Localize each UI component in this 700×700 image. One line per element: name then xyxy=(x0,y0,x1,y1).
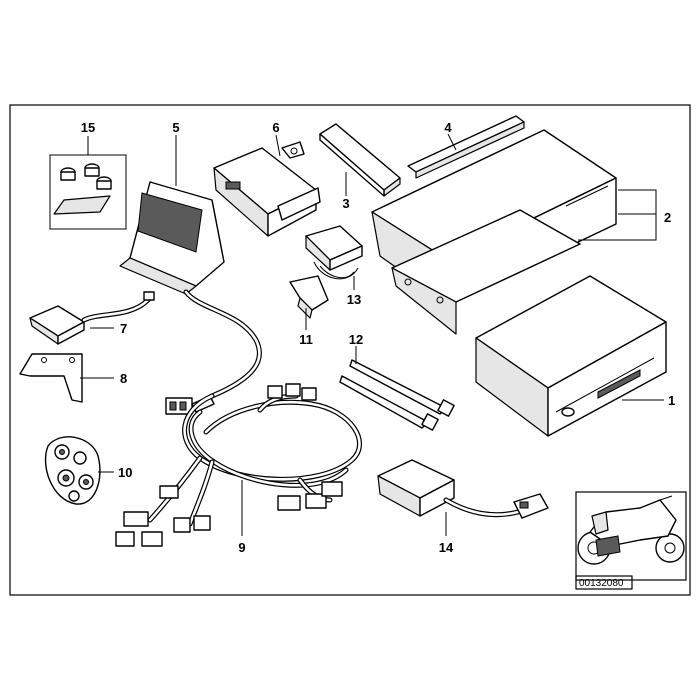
callout-14: 14 xyxy=(439,540,454,555)
part-3-foam-block xyxy=(319,123,401,197)
part-15-cap-set xyxy=(49,154,127,230)
diagram-code-box xyxy=(575,575,633,590)
diagram-code: 00132080 xyxy=(579,578,624,589)
part-5-display-unit xyxy=(119,181,225,295)
part-9-wiring-harness xyxy=(115,383,363,547)
part-8-bracket xyxy=(19,353,83,403)
callout-7: 7 xyxy=(120,321,127,336)
part-6-control-module xyxy=(213,141,321,237)
callout-10: 10 xyxy=(118,465,132,480)
diagram-frame xyxy=(9,104,691,596)
part-4-strip xyxy=(407,115,525,179)
callout-13: 13 xyxy=(347,292,361,307)
part-7-antenna xyxy=(29,291,155,345)
part-1-cd-changer xyxy=(475,275,667,437)
callout-8: 8 xyxy=(120,371,127,386)
callout-4: 4 xyxy=(444,120,452,135)
part-10-connector-set xyxy=(44,436,101,505)
part-14-interface-module xyxy=(377,459,549,519)
callout-9: 9 xyxy=(238,540,245,555)
callout-3: 3 xyxy=(342,196,349,211)
callout-15: 15 xyxy=(81,120,95,135)
part-2-holder-tray xyxy=(371,129,617,335)
callout-1: 1 xyxy=(668,393,675,408)
part-11-fuse xyxy=(289,275,329,319)
callout-5: 5 xyxy=(172,120,179,135)
callout-6: 6 xyxy=(272,120,279,135)
callout-11: 11 xyxy=(299,332,313,347)
callout-2: 2 xyxy=(664,210,671,225)
part-12-cable-ties xyxy=(339,359,455,431)
part-13-relay-module xyxy=(305,225,363,280)
callout-12: 12 xyxy=(349,332,363,347)
motorcycle-thumbnail xyxy=(575,491,687,581)
